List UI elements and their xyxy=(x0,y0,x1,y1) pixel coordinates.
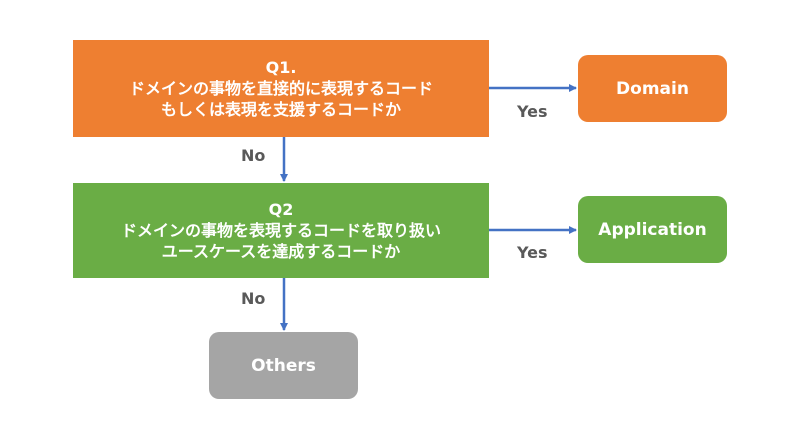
q1-title: Q1. xyxy=(265,58,297,77)
q2-line-1: ドメインの事物を表現するコードを取り扱い xyxy=(120,221,441,240)
edge-label-no-q1: No xyxy=(241,146,266,165)
q1-line-1: ドメインの事物を直接的に表現するコード xyxy=(128,79,433,98)
edge-label-yes-q2: Yes xyxy=(517,243,548,262)
q2-line-2: ユースケースを達成するコードか xyxy=(161,242,401,261)
question-box-q2: Q2 ドメインの事物を表現するコードを取り扱い ユースケースを達成するコードか xyxy=(73,183,489,278)
edge-label-no-q2: No xyxy=(241,289,266,308)
edge-label-yes-q1: Yes xyxy=(517,102,548,121)
q1-line-2: もしくは表現を支援するコードか xyxy=(160,100,401,119)
outcome-domain: Domain xyxy=(578,55,727,122)
outcome-application: Application xyxy=(578,196,727,263)
outcome-others-label: Others xyxy=(251,355,316,376)
question-box-q1: Q1. ドメインの事物を直接的に表現するコード もしくは表現を支援するコードか xyxy=(73,40,489,137)
outcome-others: Others xyxy=(209,332,358,399)
outcome-application-label: Application xyxy=(598,219,707,240)
q2-title: Q2 xyxy=(268,200,294,219)
outcome-domain-label: Domain xyxy=(616,78,689,99)
